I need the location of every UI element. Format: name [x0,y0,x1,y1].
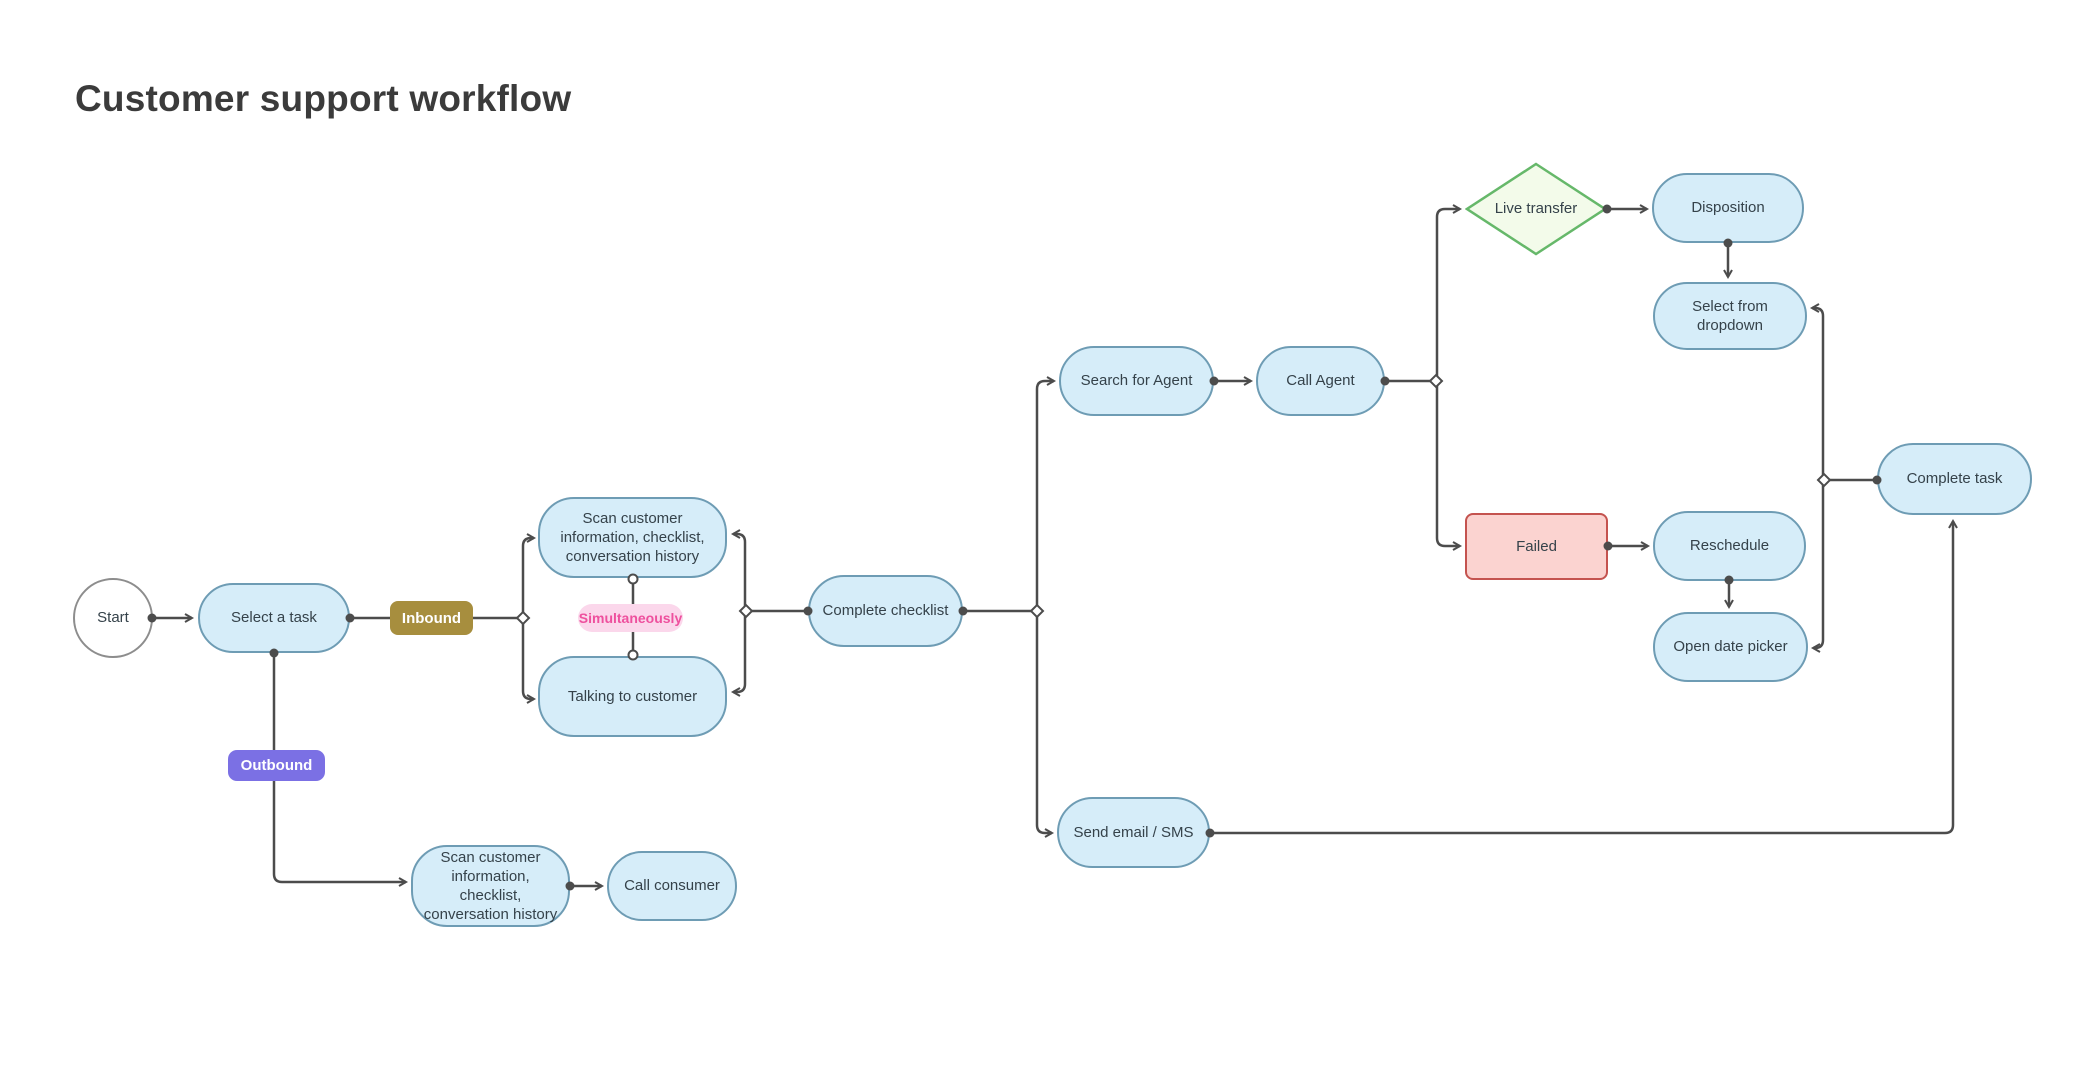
node-search-for-agent[interactable]: Search for Agent [1059,346,1214,416]
node-select-from-dropdown-label: Select from dropdown [1692,297,1768,334]
edge-junction-to-failed [1435,381,1463,551]
edge-label-simultaneously-text: Simultaneously [578,610,683,626]
page-title: Customer support workflow [75,78,572,119]
edge-left-junction-to-talking [730,611,747,697]
node-scan-customer-info-outbound[interactable]: Scan customer information, checklist, co… [411,845,570,927]
node-select-a-task[interactable]: Select a task [198,583,350,653]
live-transfer-diamond-shape [1465,162,1607,256]
edge-label-outbound[interactable]: Outbound [228,750,325,781]
node-complete-task-label: Complete task [1906,470,2003,488]
edge-label-outbound-text: Outbound [240,757,313,774]
node-call-agent[interactable]: Call Agent [1256,346,1385,416]
node-call-consumer[interactable]: Call consumer [607,851,737,921]
edge-label-simultaneously[interactable]: Simultaneously [578,604,683,632]
edge-label-inbound-text: Inbound [401,609,462,627]
node-live-transfer-label: Live transfer [1494,200,1578,218]
node-search-for-agent-label: Search for Agent [1080,372,1193,390]
node-complete-checklist[interactable]: Complete checklist [808,575,963,647]
node-scan-customer-info-inbound[interactable]: Scan customer information, checklist, co… [538,497,727,578]
edge-inbound-to-scan-info [521,533,537,618]
node-complete-checklist-label: Complete checklist [822,602,949,620]
node-talking-to-customer-label: Talking to customer [567,687,698,705]
node-live-transfer[interactable]: Live transfer [1465,162,1607,256]
edge-junction-to-search-agent [1035,376,1057,611]
node-start[interactable]: Start [73,578,153,658]
node-call-agent-label: Call Agent [1286,372,1355,390]
node-call-consumer-label: Call consumer [624,877,720,895]
node-open-date-picker[interactable]: Open date picker [1653,612,1808,682]
node-reschedule-label: Reschedule [1689,537,1770,555]
edge-junction-to-dropdown [1809,303,1825,480]
node-send-email-sms-label: Send email / SMS [1073,823,1194,841]
edge-junction-to-date-picker [1810,480,1825,653]
node-complete-task[interactable]: Complete task [1877,443,2032,515]
endpoint-dots [147,204,1882,891]
edge-junction-to-send-email [1035,611,1055,838]
edge-label-inbound[interactable]: Inbound [390,601,473,635]
node-disposition-label: Disposition [1691,199,1765,217]
node-failed[interactable]: Failed [1465,513,1608,580]
node-start-label: Start [97,609,129,627]
node-disposition[interactable]: Disposition [1652,173,1804,243]
node-failed-label: Failed [1516,537,1557,555]
node-open-date-picker-label: Open date picker [1673,638,1788,656]
node-select-a-task-label: Select a task [231,609,317,627]
node-scan-customer-info-outbound-label: Scan customer information, checklist, co… [423,848,558,924]
node-scan-customer-info-inbound-label: Scan customer information, checklist, co… [560,509,705,566]
edge-inbound-to-talking [521,618,537,704]
node-select-from-dropdown[interactable]: Select from dropdown [1653,282,1807,350]
node-talking-to-customer[interactable]: Talking to customer [538,656,727,737]
node-send-email-sms[interactable]: Send email / SMS [1057,797,1210,868]
edge-left-junction-to-scan-info [730,529,747,611]
node-reschedule[interactable]: Reschedule [1653,511,1806,581]
edge-junction-to-live-transfer [1435,204,1463,381]
